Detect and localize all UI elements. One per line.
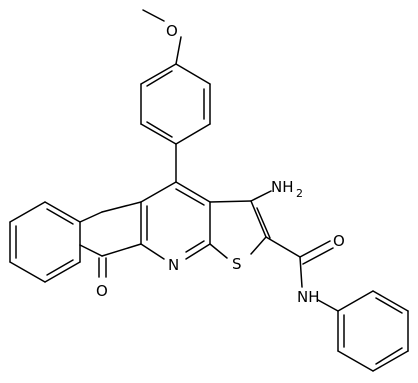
- bond-methyl-o: [142, 9, 165, 22]
- methoxy-group: [142, 9, 182, 65]
- amino-group-label: NH: [271, 178, 294, 196]
- pyridine-ring: [140, 181, 211, 260]
- amide-oxygen-label: O: [333, 232, 345, 250]
- n-phenyl-ring: [337, 290, 409, 372]
- indenone-ring: [79, 201, 142, 278]
- bond-o-aryl: [175, 36, 182, 65]
- fused-benzene-ring: [9, 201, 81, 283]
- thiophene-ring: [209, 200, 271, 259]
- methoxyphenyl-ring: [140, 63, 211, 145]
- ketone-oxygen-label: O: [96, 282, 108, 300]
- methoxy-oxygen-label: O: [166, 22, 178, 40]
- amino-subscript-label: 2: [296, 187, 303, 200]
- amide-group: [265, 236, 339, 312]
- pyridine-nitrogen-label: N: [168, 256, 179, 274]
- amide-nitrogen-label: NH: [297, 288, 320, 306]
- thiophene-sulfur-label: S: [232, 255, 242, 273]
- bond-c-nh2: [250, 190, 272, 202]
